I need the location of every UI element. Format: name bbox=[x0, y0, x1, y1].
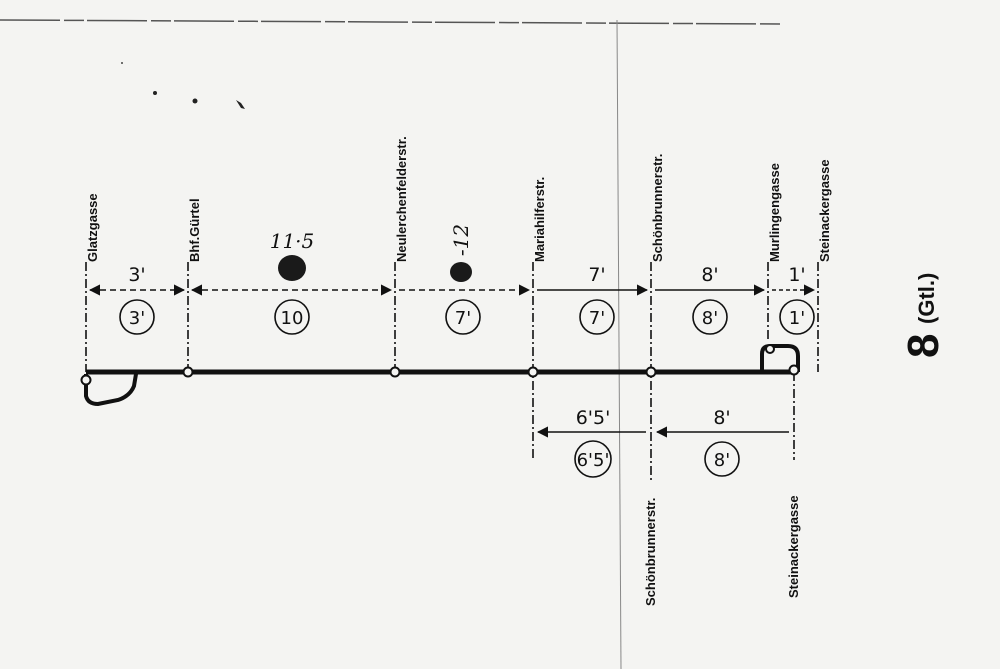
ink-speck bbox=[121, 62, 123, 64]
stop-node-neulerchenfelderstr bbox=[389, 366, 401, 378]
ink-blot bbox=[278, 255, 306, 281]
stop-label-bottom-steinackergasse: Steinackergasse bbox=[786, 495, 801, 598]
stop-label-mariahilferstr: Mariahilferstr. bbox=[532, 177, 547, 262]
svg-text:7': 7' bbox=[455, 308, 471, 329]
stop-node-schoenbrunnerstr bbox=[645, 366, 657, 378]
svg-text:1': 1' bbox=[789, 308, 805, 329]
circled-time-neulerchenfelderstr-mariahilferstr: 7' bbox=[445, 299, 481, 335]
time-steinackergasse-schoenbrunnerstr: 8' bbox=[713, 407, 730, 429]
svg-text:10: 10 bbox=[281, 308, 304, 329]
stop-node-mariahilferstr bbox=[527, 366, 539, 378]
stop-node-bhf-guertel bbox=[182, 366, 194, 378]
svg-text:7': 7' bbox=[589, 308, 605, 329]
circled-time-schoenbrunnerstr-mariahilferstr: 6'5' bbox=[574, 440, 612, 478]
line-number-block: 8 (Gtl.) bbox=[899, 273, 948, 358]
handwritten-annotation-neulerchenfeld-mariahilf: -12 bbox=[449, 224, 473, 256]
svg-text:6'5': 6'5' bbox=[577, 450, 610, 471]
stop-label-murlingengasse: Murlingengasse bbox=[767, 163, 782, 262]
stop-label-neulerchenfelderstr: Neulerchenfelderstr. bbox=[394, 136, 409, 262]
stop-node-glatzgasse bbox=[80, 374, 92, 386]
time-schoenbrunnerstr-murlingengasse: 8' bbox=[701, 264, 718, 286]
stop-label-steinackergasse: Steinackergasse bbox=[817, 159, 832, 262]
stop-label-bhf-guertel: Bhf.Gürtel bbox=[187, 198, 202, 262]
time-murlingengasse-steinackergasse: 1' bbox=[788, 264, 805, 286]
ink-blot bbox=[450, 262, 472, 282]
page-fold-line bbox=[616, 19, 622, 669]
time-mariahilferstr-schoenbrunnerstr: 7' bbox=[588, 264, 605, 286]
ink-speck bbox=[236, 100, 245, 109]
stop-label-glatzgasse: Glatzgasse bbox=[85, 193, 100, 262]
circled-time-mariahilferstr-schoenbrunnerstr: 7' bbox=[579, 299, 615, 335]
terminus-loop-node bbox=[765, 344, 775, 354]
circled-time-bhf-guertel-neulerchenfelderstr: 10 bbox=[274, 299, 310, 335]
circled-time-glatzgasse-bhf-guertel: 3' bbox=[119, 299, 155, 335]
handwritten-annotation-bhf-neulerchenfeld: 11·5 bbox=[270, 229, 315, 253]
top-edge-line bbox=[0, 19, 781, 25]
svg-text:8': 8' bbox=[702, 308, 718, 329]
line-suffix: (Gtl.) bbox=[914, 273, 939, 324]
time-schoenbrunnerstr-mariahilferstr: 6'5' bbox=[576, 407, 611, 429]
terminus-loop-glatzgasse bbox=[84, 373, 138, 407]
stop-label-bottom-schoenbrunnerstr: Schönbrunnerstr. bbox=[643, 498, 658, 606]
time-glatzgasse-bhf-guertel: 3' bbox=[128, 264, 145, 286]
line-number: 8 bbox=[899, 334, 948, 358]
ink-speck bbox=[153, 91, 157, 95]
terminus-loop-steinackergasse bbox=[760, 344, 800, 372]
ink-speck bbox=[192, 98, 198, 104]
circled-time-schoenbrunnerstr-murlingengasse: 8' bbox=[692, 299, 728, 335]
circled-time-steinackergasse-schoenbrunnerstr: 8' bbox=[704, 441, 740, 477]
circled-time-murlingengasse-steinackergasse: 1' bbox=[779, 299, 815, 335]
svg-text:3': 3' bbox=[129, 308, 145, 329]
stop-node-steinackergasse bbox=[788, 364, 800, 376]
svg-text:8': 8' bbox=[714, 450, 730, 471]
stop-label-schoenbrunnerstr: Schönbrunnerstr. bbox=[650, 154, 665, 262]
